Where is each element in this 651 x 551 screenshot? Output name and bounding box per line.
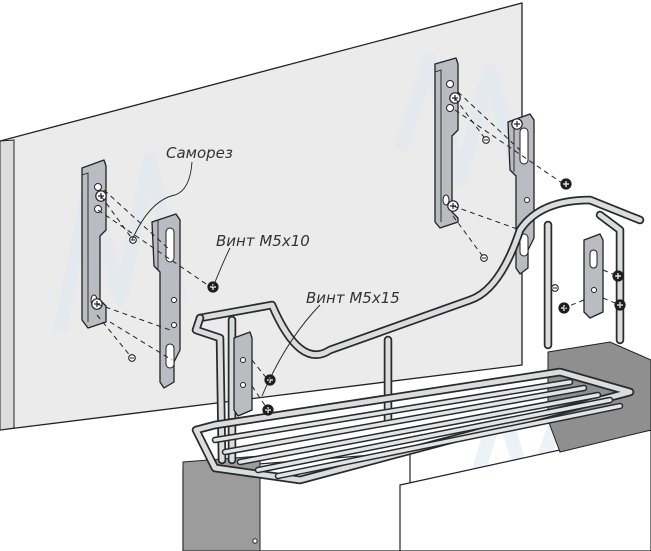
wall-panel — [0, 2, 523, 431]
label-screw-m5x10: Винт М5х10 — [216, 232, 310, 250]
screw-icon — [511, 118, 523, 130]
right-assembly-lines — [452, 91, 566, 259]
basket-rods — [211, 378, 624, 480]
right-wall-bracket — [434, 57, 461, 229]
self-tapping-screw-icon — [128, 354, 136, 362]
label-screw-m5x15: Винт М5х15 — [306, 289, 400, 307]
label-self-tapping-screw: Саморез — [166, 144, 233, 162]
drawer-base — [182, 341, 651, 551]
screw-m5x15-icon — [611, 269, 625, 283]
screw-m5x10-icon — [559, 177, 573, 191]
self-tapping-screw-icon — [551, 284, 559, 292]
left-assembly-lines — [96, 189, 213, 361]
basket-side-bracket-right — [583, 233, 604, 319]
left-wall-bracket — [81, 159, 107, 329]
basket-side-bracket-left — [233, 331, 253, 417]
self-tapping-screw-icon — [482, 136, 490, 144]
left-basket-bracket — [151, 213, 181, 389]
wire-basket — [191, 195, 645, 485]
label-leaders — [131, 161, 321, 397]
right-basket-bracket — [507, 113, 535, 275]
self-tapping-screw-icon — [480, 254, 488, 262]
screw-m5x15-icon — [263, 373, 277, 387]
